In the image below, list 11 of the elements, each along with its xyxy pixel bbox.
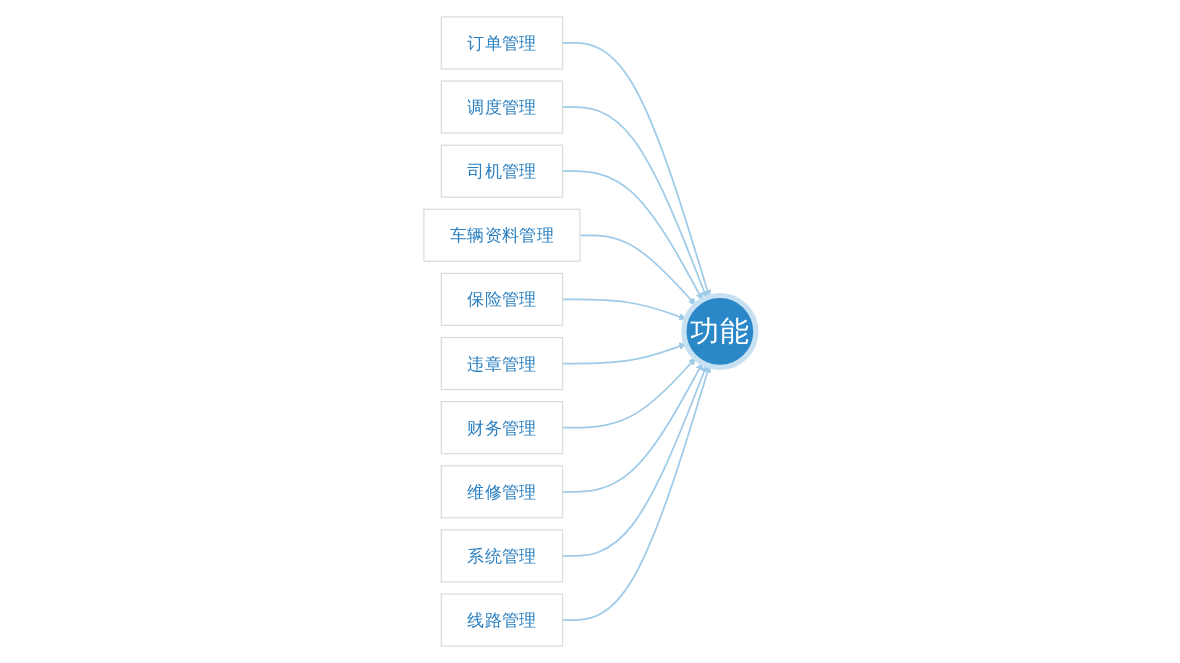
node-box: 订单管理 (440, 16, 564, 70)
node-box: 系统管理 (440, 529, 564, 583)
node-box: 线路管理 (440, 593, 564, 647)
node-box: 调度管理 (440, 80, 564, 134)
node-circle: 功能 (681, 292, 759, 371)
node-box: 财务管理 (440, 401, 564, 455)
node-box: 维修管理 (440, 465, 564, 519)
node-box: 车辆资料管理 (423, 208, 581, 262)
node-box: 保险管理 (440, 272, 564, 327)
node-box: 司机管理 (440, 144, 564, 198)
node-box: 违章管理 (440, 336, 564, 391)
